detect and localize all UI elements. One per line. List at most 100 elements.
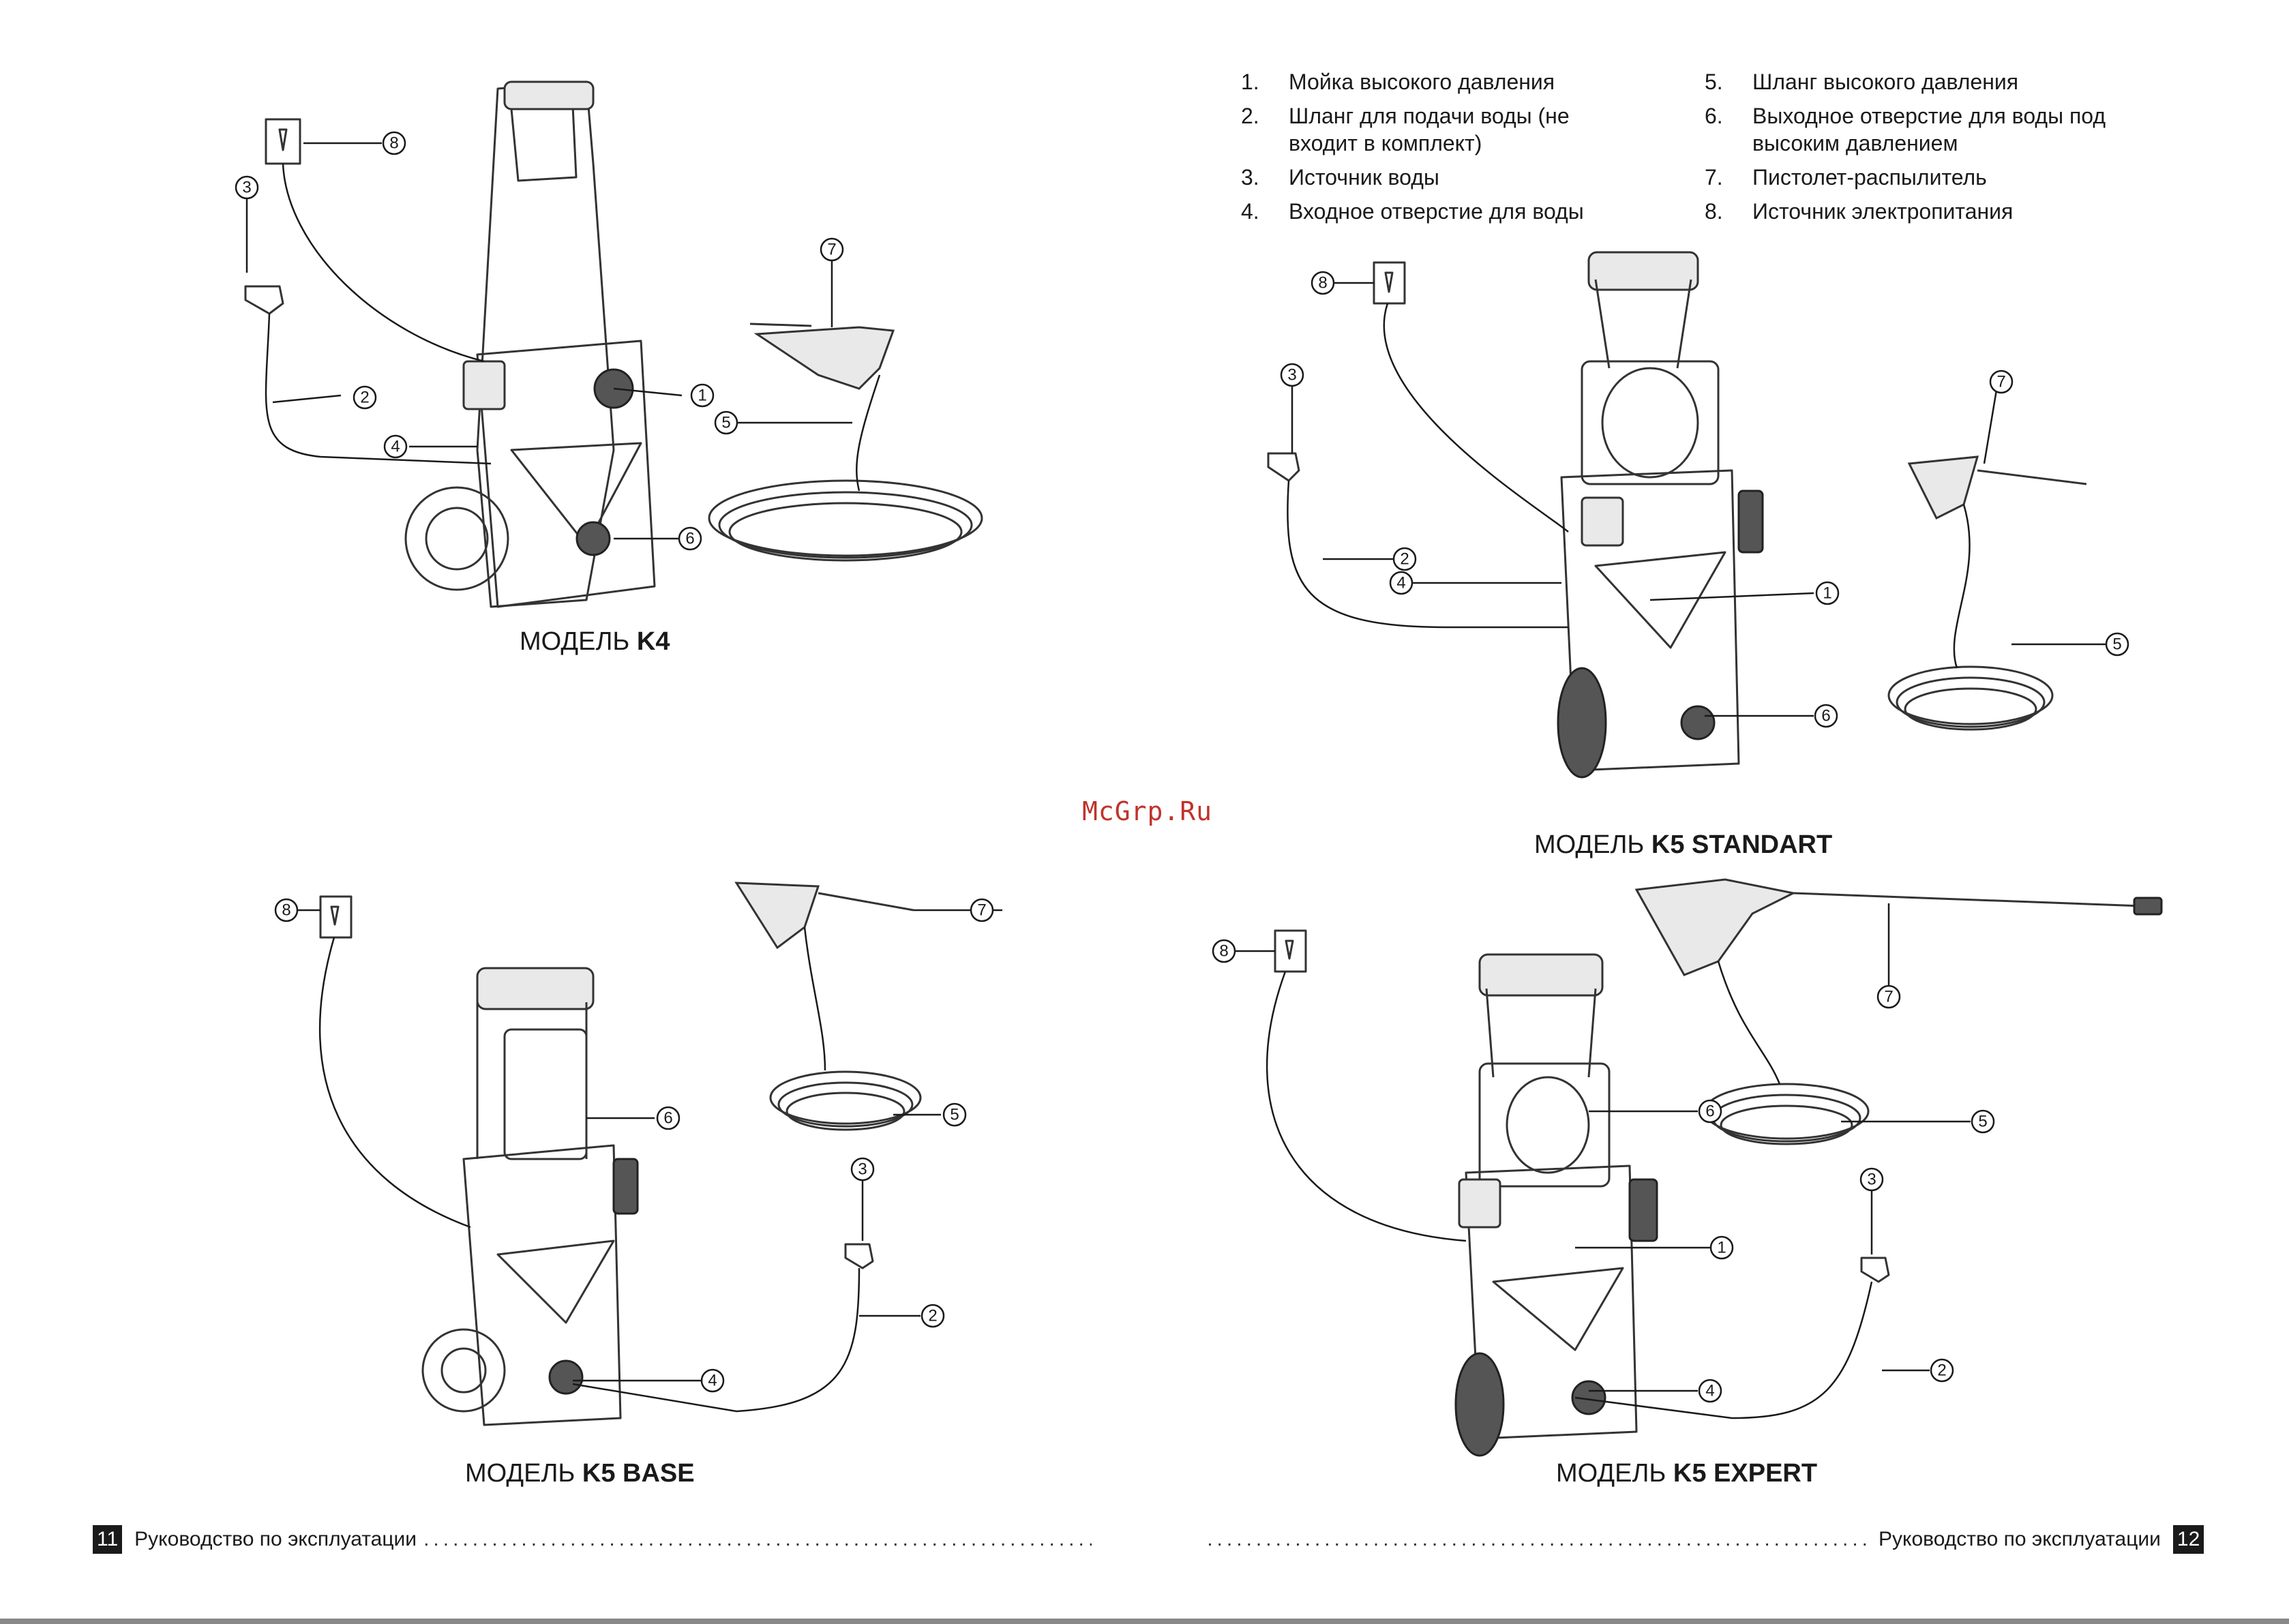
callout-4: 4: [1389, 571, 1413, 595]
legend-right-column: 5.Шланг высокого давления 6.Выходное отв…: [1705, 68, 2134, 232]
svg-text:7: 7: [977, 901, 986, 920]
callout-5: 5: [714, 410, 738, 435]
model-caption-k5-standart: МОДЕЛЬ K5 STANDART: [1534, 830, 1833, 859]
callout-7: 7: [970, 898, 994, 922]
callout-1: 1: [1709, 1235, 1734, 1260]
page-number-right: 12: [2172, 1525, 2204, 1554]
figure-k5-expert: 1 2 3 4 5 6 7 8: [1212, 878, 2163, 1457]
hose-coil-drawing: [708, 374, 983, 562]
footer-left: 11 Руководство по эксплуатации .........…: [93, 1525, 1092, 1554]
svg-text:5: 5: [721, 414, 730, 432]
callout-2: 2: [1392, 547, 1417, 571]
svg-text:2: 2: [1400, 550, 1409, 569]
svg-text:8: 8: [282, 901, 290, 920]
callout-8: 8: [1311, 271, 1335, 295]
callout-8: 8: [382, 131, 406, 155]
footer-right-dots: ........................................…: [1203, 1528, 1872, 1550]
power-socket-icon: [1373, 261, 1406, 305]
legend-item-8: 8.Источник электропитания: [1705, 199, 2014, 224]
power-cord: [318, 937, 471, 1229]
svg-text:8: 8: [1318, 274, 1327, 292]
figure-k5-base: 2 3 4 5 6 7 8: [274, 882, 1002, 1426]
callout-1: 1: [690, 383, 715, 408]
svg-text:4: 4: [1396, 574, 1405, 592]
hose-coil-drawing: [1703, 961, 1870, 1145]
legend-item-4: 4.Входное отверстие для воды: [1241, 199, 1584, 224]
water-tap-icon: [844, 1243, 874, 1269]
footer-left-text: Руководство по эксплуатации: [134, 1528, 417, 1550]
legend-item-3: 3.Источник воды: [1241, 165, 1439, 190]
supply-hose: [265, 313, 492, 465]
svg-text:2: 2: [928, 1307, 937, 1325]
svg-text:2: 2: [360, 389, 369, 407]
callout-7: 7: [1876, 984, 1901, 1009]
svg-text:5: 5: [2112, 635, 2121, 654]
callout-8: 8: [274, 898, 299, 922]
svg-text:1: 1: [1717, 1239, 1726, 1257]
callout-5: 5: [2105, 632, 2129, 657]
model-caption-k4: МОДЕЛЬ K4: [520, 627, 670, 656]
callout-5: 5: [1971, 1109, 1995, 1134]
svg-text:3: 3: [242, 179, 251, 197]
callout-6: 6: [1814, 704, 1838, 728]
callout-1: 1: [1815, 581, 1840, 605]
callout-3: 3: [850, 1157, 875, 1182]
callout-3: 3: [1859, 1167, 1884, 1192]
water-tap-icon: [1860, 1257, 1890, 1283]
callout-6: 6: [656, 1106, 680, 1130]
svg-text:7: 7: [1996, 373, 2005, 391]
spray-gun-drawing: [1634, 878, 2163, 976]
svg-text:6: 6: [685, 530, 694, 548]
callout-2: 2: [353, 385, 377, 410]
svg-text:3: 3: [1287, 366, 1296, 385]
svg-text:3: 3: [1867, 1171, 1876, 1189]
callout-2: 2: [1930, 1358, 1954, 1383]
supply-hose: [1574, 1281, 1873, 1419]
svg-text:7: 7: [1884, 988, 1893, 1006]
svg-text:6: 6: [663, 1109, 672, 1128]
legend-item-2: 2.Шланг для подачи воды (не входит в ком…: [1241, 104, 1570, 155]
svg-text:4: 4: [1705, 1382, 1714, 1400]
callout-8: 8: [1212, 939, 1236, 963]
callout-3: 3: [235, 175, 259, 200]
legend-item-6: 6.Выходное отверстие для воды под высоки…: [1705, 104, 2106, 155]
watermark: McGrp.Ru: [1082, 796, 1213, 826]
hose-coil-drawing: [1887, 504, 2054, 731]
callout-3: 3: [1280, 363, 1304, 387]
power-socket-icon: [265, 118, 301, 165]
legend-item-7: 7.Пистолет-распылитель: [1705, 165, 1987, 190]
water-tap-icon: [1267, 452, 1300, 482]
figure-k4: 1 2 3 4 5 6 7 8: [235, 80, 983, 608]
svg-text:6: 6: [1705, 1102, 1714, 1121]
water-tap-icon: [244, 285, 284, 315]
svg-text:5: 5: [1978, 1113, 1987, 1131]
supply-hose: [1287, 480, 1568, 629]
pressure-washer-drawing: [1454, 953, 1658, 1457]
power-cord: [282, 163, 485, 363]
svg-text:8: 8: [1219, 942, 1228, 961]
svg-text:4: 4: [708, 1372, 717, 1390]
callout-5: 5: [942, 1102, 967, 1127]
model-caption-k5-base: МОДЕЛЬ K5 BASE: [465, 1459, 695, 1488]
spray-gun-drawing: [1907, 455, 2087, 520]
svg-text:1: 1: [698, 387, 706, 405]
callout-2: 2: [921, 1304, 945, 1328]
model-caption-k5-expert: МОДЕЛЬ K5 EXPERT: [1556, 1459, 1818, 1488]
svg-text:7: 7: [827, 241, 836, 259]
legend-item-5: 5.Шланг высокого давления: [1705, 70, 2019, 94]
callout-6: 6: [678, 526, 702, 551]
figure-k5-standart: 1 2 3 4 5 6 7 8: [1267, 251, 2129, 779]
svg-text:5: 5: [950, 1106, 959, 1124]
svg-text:4: 4: [391, 438, 400, 456]
svg-text:3: 3: [858, 1160, 867, 1179]
footer-right: ........................................…: [1203, 1525, 2204, 1554]
svg-text:8: 8: [389, 134, 398, 153]
hose-coil-drawing: [769, 927, 922, 1131]
pressure-washer-drawing: [421, 967, 639, 1426]
callout-6: 6: [1698, 1099, 1722, 1124]
callout-4: 4: [700, 1368, 725, 1393]
legend-item-1: 1.Мойка высокого давления: [1241, 70, 1555, 94]
pressure-washer-drawing: [1557, 251, 1764, 779]
footer-right-text: Руководство по эксплуатации: [1879, 1528, 2161, 1550]
spray-gun-drawing: [734, 882, 914, 950]
